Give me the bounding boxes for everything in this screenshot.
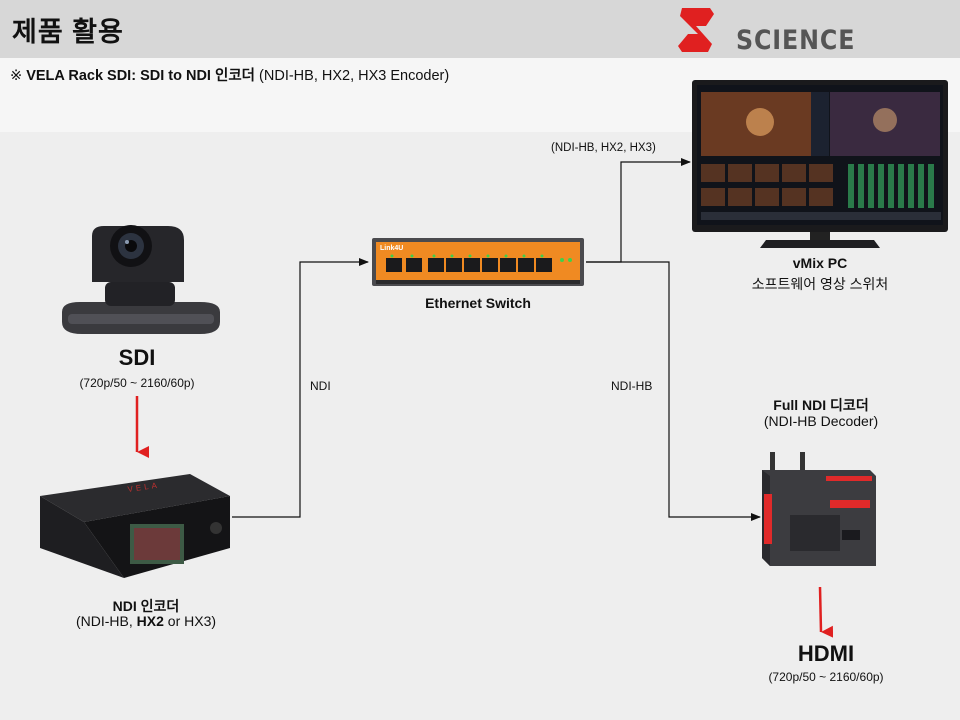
product-formats: (NDI-HB, HX2, HX3 Encoder) (255, 68, 450, 84)
note-mark: ※ (10, 68, 27, 84)
decoder-sub: (NDI-HB Decoder) (763, 413, 879, 429)
line-switch-to-pc (586, 158, 691, 263)
science-image-logo-icon (678, 8, 714, 52)
pc-desc: 소프트웨어 영상 스위처 (751, 276, 889, 292)
camera-label: SDI (118, 345, 156, 370)
encoder-brand-text: VELA (127, 481, 160, 494)
encoder-formats-open: (NDI-HB, (75, 613, 137, 629)
hdmi-range: (720p/50 ~ 2160/60p) (768, 670, 884, 684)
encoder-label: NDI 인코더 (112, 598, 180, 614)
link-ndi-label: NDI (310, 379, 331, 393)
line-encoder-to-switch (232, 258, 369, 518)
ptz-camera-icon (62, 225, 220, 334)
ndi-decoder-icon (762, 452, 876, 566)
vmix-monitor-icon (692, 80, 948, 248)
switch-label: Ethernet Switch (425, 295, 531, 311)
encoder-formats: (NDI-HB, HX2 or HX3) (56, 613, 236, 629)
switch-brand-text: Link4U (380, 245, 403, 252)
pc-link-label: (NDI-HB, HX2, HX3) (551, 142, 656, 154)
line-switch-to-decoder (586, 261, 761, 521)
product-name: VELA Rack SDI: SDI to NDI 인코더 (26, 68, 256, 84)
link-ndi-hb-label: NDI-HB (611, 379, 653, 393)
vela-encoder-icon: VELA (40, 474, 230, 578)
hdmi-label: HDMI (797, 641, 855, 666)
subtitle: ※ VELA Rack SDI: SDI to NDI 인코더 (NDI-HB,… (10, 64, 449, 85)
page-title: 제품 활용 (12, 17, 124, 47)
encoder-formats-close: or HX3) (163, 613, 217, 629)
decoder-label: Full NDI 디코더 (773, 397, 869, 413)
ethernet-switch-icon: Link4U (372, 238, 584, 286)
camera-range: (720p/50 ~ 2160/60p) (79, 376, 195, 390)
red-arrow-decoder-to-hdmi (818, 586, 834, 638)
pc-label: vMix PC (792, 255, 848, 271)
encoder-formats-bold: HX2 (136, 613, 164, 629)
header-bar (0, 0, 960, 58)
